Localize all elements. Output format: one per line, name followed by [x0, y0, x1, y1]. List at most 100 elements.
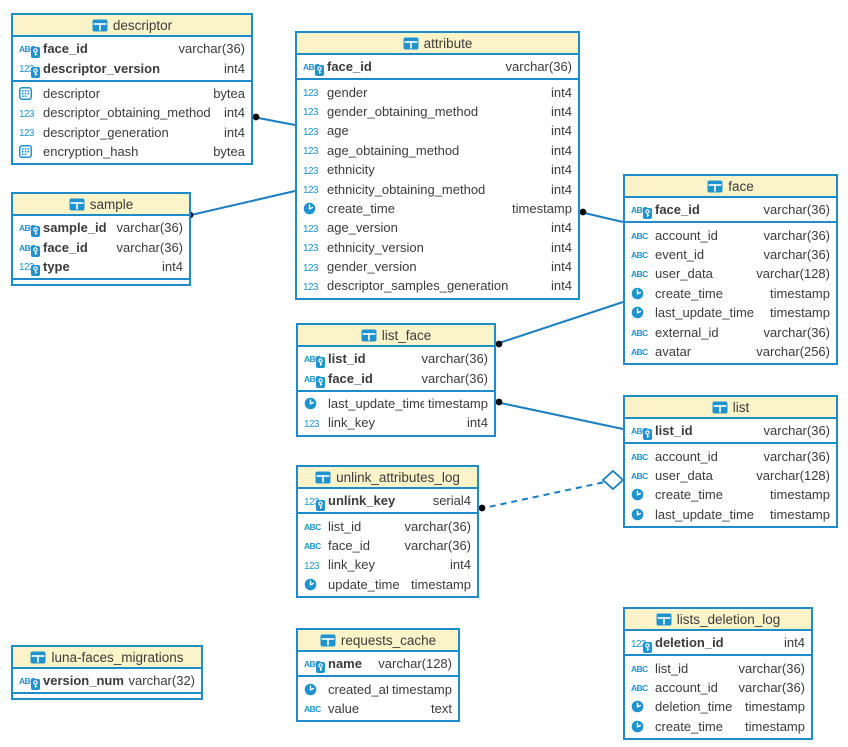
table-title: luna-faces_migrations [51, 649, 184, 665]
column-type: timestamp [770, 285, 830, 301]
table-header[interactable]: list [625, 397, 836, 419]
column-type: int4 [450, 557, 471, 573]
table-header[interactable]: sample [13, 194, 189, 216]
table-header[interactable]: unlink_attributes_log [298, 467, 477, 489]
text-type-icon: ABC [631, 425, 652, 441]
text-type-icon: ABC [631, 204, 652, 220]
relation-listface-list[interactable] [495, 398, 624, 430]
relation-listface-face[interactable] [495, 301, 624, 348]
text-type-icon: ABC [19, 242, 40, 257]
table-header[interactable]: face [625, 176, 836, 198]
column-type: int4 [551, 84, 572, 100]
relation-attribute-face[interactable] [579, 208, 624, 223]
table-header[interactable]: attribute [297, 33, 578, 55]
column-type: int4 [224, 124, 245, 140]
column-type: varchar(36) [116, 239, 183, 255]
table-header[interactable]: descriptor [13, 15, 251, 37]
table-header[interactable]: list_face [298, 325, 494, 347]
relation-sample-attribute[interactable] [186, 190, 296, 219]
svg-text:ABC: ABC [304, 374, 321, 384]
table-title: requests_cache [340, 632, 437, 648]
table-header[interactable]: luna-faces_migrations [13, 647, 201, 669]
primary-key-icon [316, 499, 325, 511]
column-name: user_data [655, 266, 713, 282]
columns-section [13, 692, 201, 698]
connector-dot [579, 208, 587, 216]
relation-descriptor-attribute[interactable] [252, 113, 296, 126]
column-type: bytea [213, 144, 245, 160]
relation-unlinklog-list[interactable] [478, 469, 625, 512]
text-type-icon: ABC [19, 222, 40, 238]
column-type: varchar(36) [763, 448, 830, 464]
table-header[interactable]: requests_cache [298, 630, 458, 652]
column-type: varchar(36) [505, 59, 572, 75]
table-header[interactable]: lists_deletion_log [625, 609, 811, 631]
text-type-icon: ABC [631, 249, 651, 260]
